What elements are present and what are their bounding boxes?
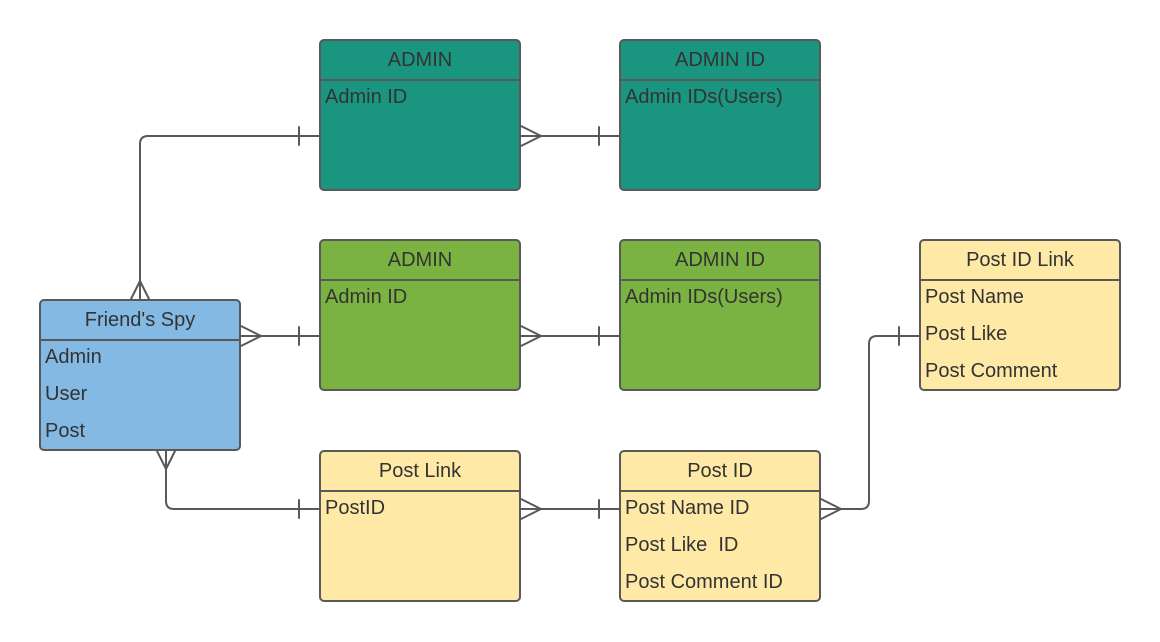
entity-title: Friend's Spy xyxy=(41,301,239,341)
entity-title: ADMIN ID xyxy=(621,41,819,81)
entity-field: Admin ID xyxy=(325,286,408,308)
entity-field: Post Comment ID xyxy=(625,571,783,593)
entity-field: Admin IDs(Users) xyxy=(625,86,783,108)
entity-field: Admin ID xyxy=(325,86,408,108)
connector-spy-admin-teal xyxy=(130,126,320,300)
entity-post-link[interactable]: Post Link PostID xyxy=(319,450,521,602)
entity-field: Admin xyxy=(45,346,102,368)
entity-field: Admin IDs(Users) xyxy=(625,286,783,308)
entity-admin-id-teal[interactable]: ADMIN ID Admin IDs(Users) xyxy=(619,39,821,191)
connector-spy-post-link xyxy=(156,450,320,519)
entity-admin-id-green[interactable]: ADMIN ID Admin IDs(Users) xyxy=(619,239,821,391)
entity-fields: Post Name ID Post Like ID Post Comment ID xyxy=(621,492,819,600)
entity-fields: PostID xyxy=(321,492,519,529)
entity-title: ADMIN ID xyxy=(621,241,819,281)
entity-title: Post Link xyxy=(321,452,519,492)
entity-title: Post ID Link xyxy=(921,241,1119,281)
entity-fields: Admin IDs(Users) xyxy=(621,81,819,118)
entity-field: Post Comment xyxy=(925,360,1058,382)
connector-admin-teal-adminid-teal xyxy=(520,125,620,147)
entity-fields: Admin IDs(Users) xyxy=(621,281,819,318)
connector-post-id-post-id-link xyxy=(820,326,920,520)
entity-field: Post Name xyxy=(925,286,1024,308)
connector-spy-admin-green xyxy=(240,325,320,347)
entity-admin-green[interactable]: ADMIN Admin ID xyxy=(319,239,521,391)
entity-field: Post Name ID xyxy=(625,497,750,519)
entity-field: User xyxy=(45,383,88,405)
entity-title: Post ID xyxy=(621,452,819,492)
entity-fields: Admin ID xyxy=(321,81,519,118)
entity-post-id[interactable]: Post ID Post Name ID Post Like ID Post Com… xyxy=(619,450,821,602)
entity-fields: Admin ID xyxy=(321,281,519,318)
entity-admin-teal[interactable]: ADMIN Admin ID xyxy=(319,39,521,191)
entity-field: Post Like ID xyxy=(625,534,739,556)
connector-admin-green-adminid-green xyxy=(520,325,620,347)
entity-field: Post Like xyxy=(925,323,1008,345)
connector-post-link-post-id xyxy=(520,498,620,520)
entity-title: ADMIN xyxy=(321,41,519,81)
entity-title: ADMIN xyxy=(321,241,519,281)
entity-field: Post xyxy=(45,420,86,442)
entity-field: PostID xyxy=(325,497,386,519)
